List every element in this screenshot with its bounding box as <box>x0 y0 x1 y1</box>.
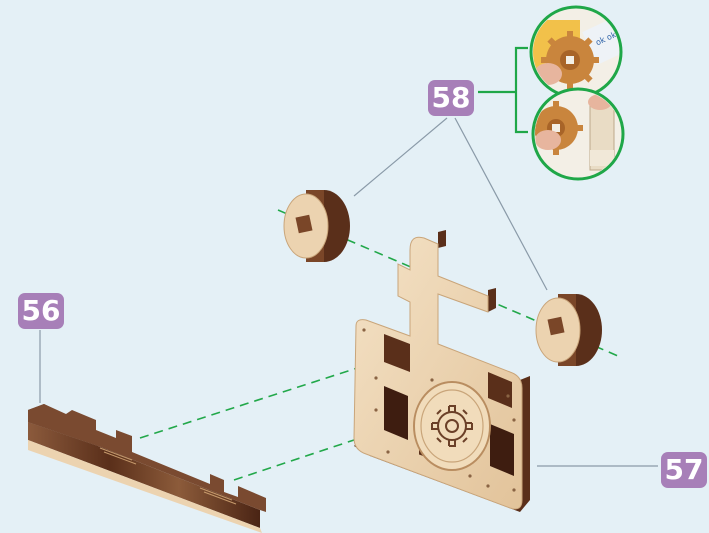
part-57-plate <box>354 230 530 512</box>
part-56-rack <box>28 404 266 533</box>
part-58-washer-left <box>284 190 350 262</box>
part-58-washer-right <box>536 294 602 366</box>
inset-circle-top: ok ok <box>520 7 634 97</box>
inset-circle-bottom <box>529 89 623 179</box>
leader-58-left <box>354 118 447 196</box>
part-57-label: 57 <box>661 452 707 488</box>
inset-bracket <box>478 48 528 132</box>
part-56-label: 56 <box>18 293 64 329</box>
part-58-label: 58 <box>428 80 474 116</box>
inset-callout: ok ok <box>478 7 634 179</box>
gear-window <box>414 382 490 470</box>
